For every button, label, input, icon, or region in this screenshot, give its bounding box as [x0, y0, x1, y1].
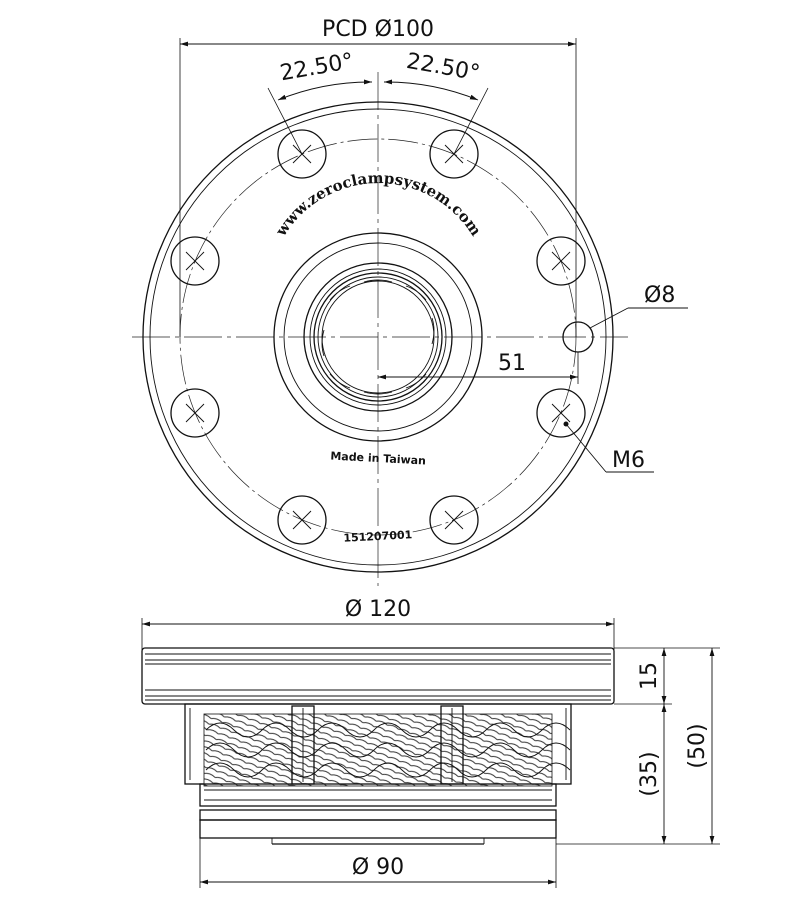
bolt-hole: [536, 236, 586, 286]
side-view: Ø 120: [141, 597, 720, 888]
bolt-hole: [170, 236, 220, 286]
bore-ring-1: [309, 268, 447, 406]
pcd-dimension-label: PCD Ø100: [322, 17, 434, 42]
bolt-hole: [429, 495, 479, 545]
thread-label: M6: [612, 448, 645, 473]
top-view: PCD Ø100 22.50° 22.50° Ø8 51 M6 www.zero…: [132, 17, 688, 586]
outer-diameter-label: Ø 120: [345, 597, 411, 622]
outer-flange-edge: [142, 101, 614, 573]
angle-right-label: 22.50°: [405, 49, 482, 86]
bore-ring-3: [317, 276, 439, 398]
hub-outer: [273, 232, 483, 442]
serial-engraving: 151207001: [343, 528, 412, 545]
angle-arc-left: [277, 79, 373, 101]
made-in-engraving: Made in Taiwan: [330, 450, 426, 468]
bolt-hole: [170, 388, 220, 438]
bolt-hole: [536, 388, 586, 438]
outer-flange-chamfer: [149, 108, 607, 566]
bottom-plate: [199, 783, 557, 807]
radius-dimension-label: 51: [498, 351, 526, 376]
bottom-diameter-label: Ø 90: [352, 855, 404, 880]
bore-outer: [303, 262, 453, 412]
height-total-label: (50): [685, 723, 710, 768]
height-top-label: 15: [637, 662, 662, 690]
spring-coils: [203, 713, 553, 787]
height-lower-label: (35): [637, 751, 662, 796]
bore-ring-4: [321, 280, 435, 394]
spring-coil-rows: [205, 722, 571, 778]
bolt-holes: [170, 129, 586, 545]
bottom-ring: [199, 809, 557, 821]
ball-lock-pockets: [321, 279, 435, 395]
bore-ring-2: [313, 272, 443, 402]
bottom-spigot: [199, 819, 557, 839]
dowel-diameter-label: Ø8: [644, 283, 675, 308]
bolt-hole: [277, 495, 327, 545]
angle-left-label: 22.50°: [278, 49, 355, 86]
angle-arc-right: [383, 79, 479, 101]
hub-step: [283, 242, 473, 432]
